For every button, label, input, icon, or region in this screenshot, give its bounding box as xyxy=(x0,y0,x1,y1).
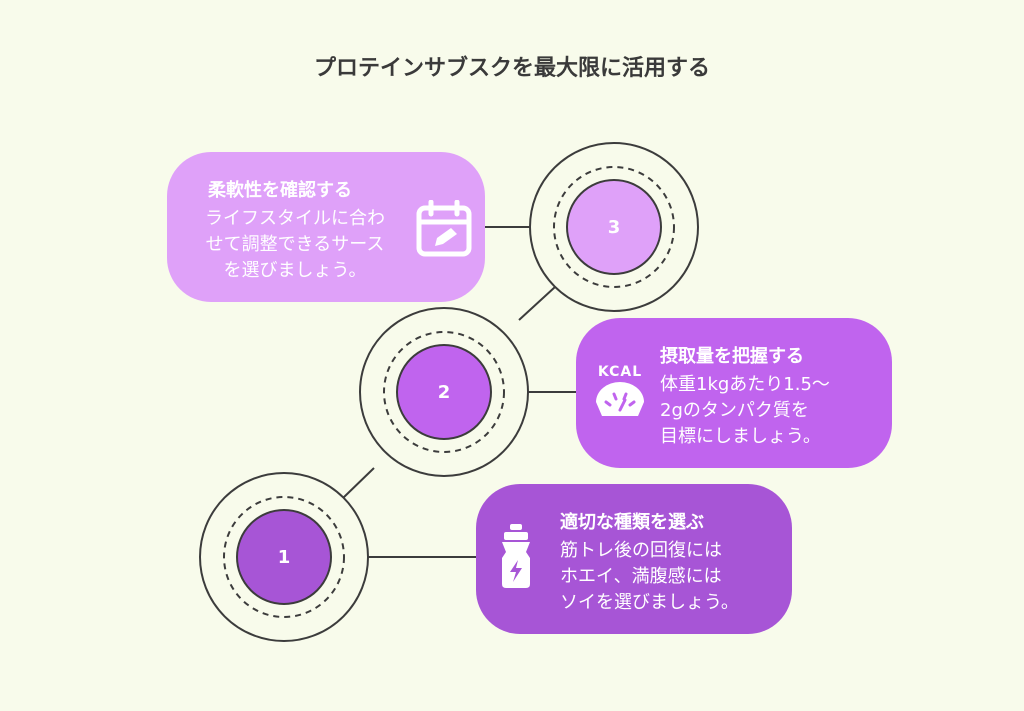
node-2-dashed-ring xyxy=(383,331,505,453)
link-2-3 xyxy=(518,286,556,321)
step-1-description: 筋トレ後の回復には ホエイ、満腹感には ソイを選びましょう。 xyxy=(560,540,739,613)
kcal-label: KCAL xyxy=(597,364,643,380)
calendar-edit-icon xyxy=(416,200,472,257)
link-1-2 xyxy=(342,467,375,499)
page-title: プロテインサブスクを最大限に活用する xyxy=(313,56,710,81)
step-1-node: 1 xyxy=(236,509,332,605)
step-1-number: 1 xyxy=(277,546,291,568)
step-1-title: 適切な種類を選ぶ xyxy=(560,512,704,533)
step-2-description: 体重1kgあたり1.5〜 2gのタンパク質を 目標にしましょう。 xyxy=(660,374,830,447)
step-2-title: 摂取量を把握する xyxy=(660,346,804,367)
step-3-card: 柔軟性を確認する ライフスタイルに合わ せて調整できるサース を選びましょう。 xyxy=(167,152,485,302)
protein-shaker-icon xyxy=(502,524,530,588)
step-3-description: ライフスタイルに合わ せて調整できるサース を選びましょう。 xyxy=(205,208,385,281)
step-1-card: 適切な種類を選ぶ 筋トレ後の回復には ホエイ、満腹感には ソイを選びましょう。 xyxy=(476,484,792,634)
step-3-node: 3 xyxy=(566,179,662,275)
step-2-node: 2 xyxy=(396,344,492,440)
step-2-card: 摂取量を把握する 体重1kgあたり1.5〜 2gのタンパク質を 目標にしましょう… xyxy=(576,318,892,468)
scale-dial-icon xyxy=(596,382,644,416)
node-1-dashed-ring xyxy=(223,496,345,618)
step-3-title: 柔軟性を確認する xyxy=(208,180,352,201)
step-2-number: 2 xyxy=(437,381,451,403)
step-3-number: 3 xyxy=(607,216,621,238)
kcal-scale-icon: KCAL xyxy=(592,364,648,424)
node-3-dashed-ring xyxy=(553,166,675,288)
